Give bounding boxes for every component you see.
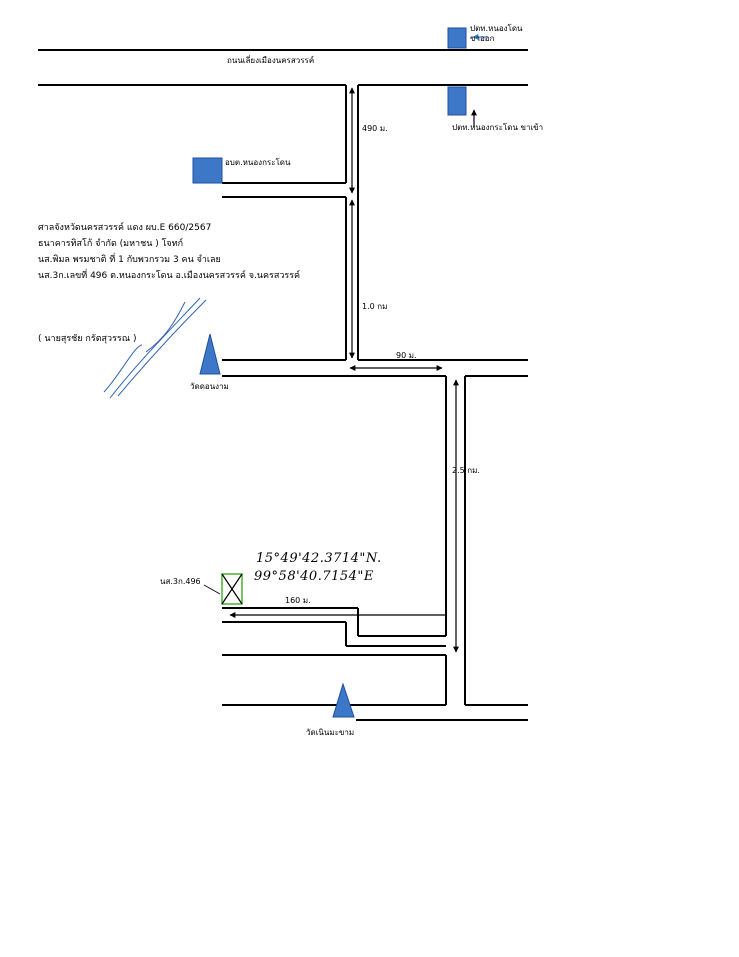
road-lines [38, 49, 528, 721]
longitude-text: 99°58'40.7154"E [254, 569, 374, 584]
target-plot-label: นส.3ก.496 [160, 577, 201, 586]
target-plot-pointer [203, 584, 221, 595]
distance-1km-label: 1.0 กม [362, 302, 388, 311]
temple-1-triangle [199, 333, 221, 375]
latitude-text: 15°49'42.3714"N. [256, 551, 382, 566]
distance-arrows [229, 87, 459, 653]
temple-2-label: วัดเนินมะขาม [306, 728, 355, 737]
sao-marker [192, 157, 223, 184]
police-exit-label: ปตท.หนองโดนขาออก [470, 24, 523, 43]
police-exit-marker [447, 27, 467, 49]
police-entry-marker [447, 86, 467, 116]
case-info-line-3: นส.พิมล พรมชาติ ที่ 1 กับพวกรวม 3 คน จำเ… [38, 255, 221, 265]
temple-1-label: วัดดอนงาม [190, 382, 229, 391]
distance-2-5km-label: 2.5 กม. [452, 466, 480, 475]
police-entry-label: ปตท.หนองกระโดน ขาเข้า [452, 123, 544, 132]
signature-scribble [103, 297, 207, 399]
signer-name: ( นายสุรชัย กรัตสุวรรณ ) [38, 334, 137, 344]
case-info-line-2: ธนาคารทิสโก้ จำกัด (มหาชน ) โจทก์ [38, 239, 184, 249]
case-info-line-4: นส.3ก.เลขที่ 496 ต.หนองกระโดน อ.เมืองนคร… [38, 271, 301, 281]
distance-160m-label: 160 ม. [285, 596, 311, 605]
temple-2-triangle [332, 682, 355, 718]
target-plot-marker [221, 573, 243, 605]
distance-490m-label: 490 ม. [362, 124, 388, 133]
sao-label: อบต.หนองกระโดน [225, 158, 291, 167]
case-info-line-1: ศาลจังหวัดนครสวรรค์ แดง ผบ.E 660/2567 [38, 223, 212, 233]
distance-90m-label: 90 ม. [396, 351, 417, 360]
main-road-label: ถนนเลี่ยงเมืองนครสวรรค์ [227, 56, 315, 65]
